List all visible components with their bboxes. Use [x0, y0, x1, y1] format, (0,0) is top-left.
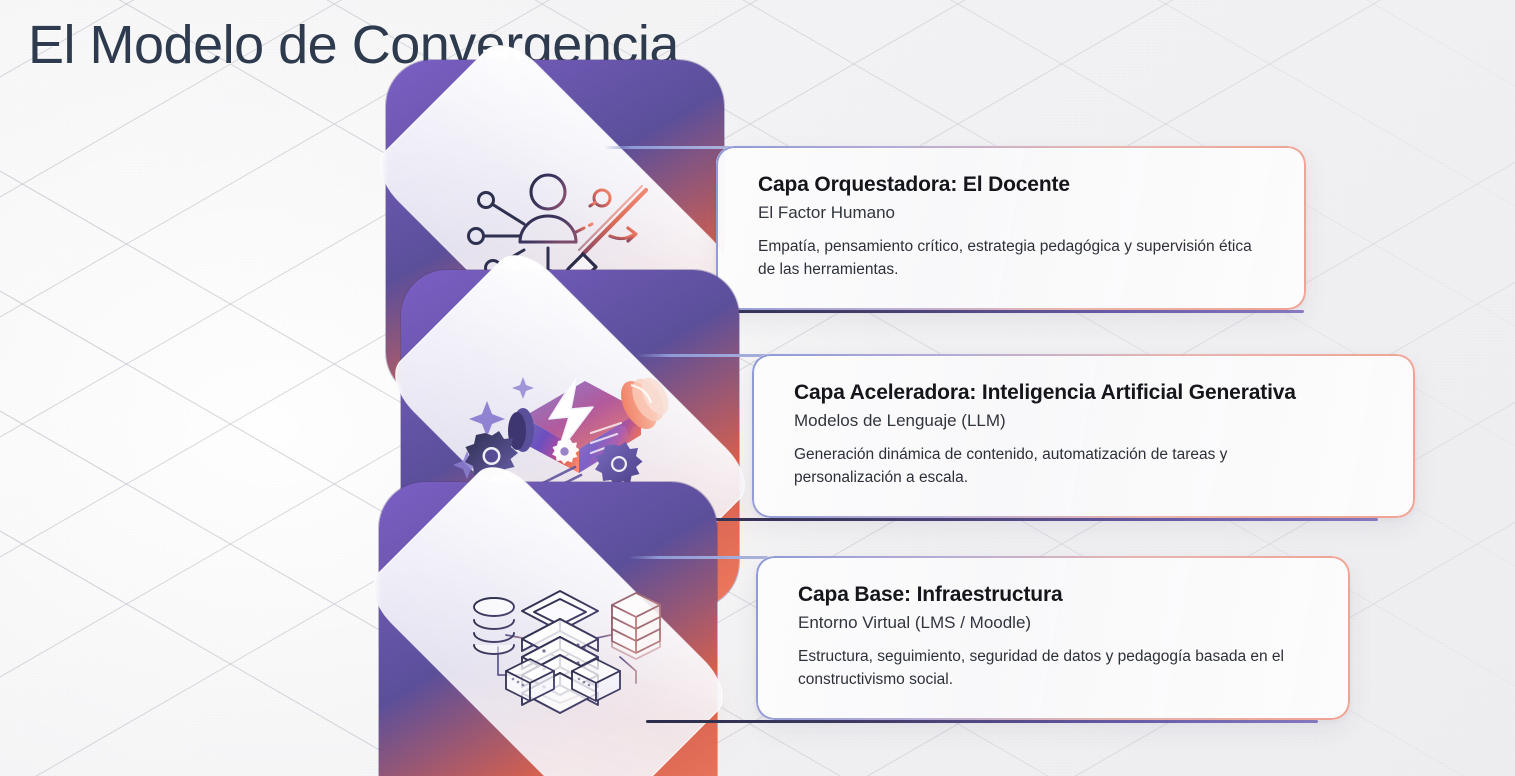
layer-card-accelerator[interactable]: Capa Aceleradora: Inteligencia Artificia…: [752, 354, 1415, 518]
layer-description-base: Estructura, seguimiento, seguridad de da…: [798, 648, 1284, 688]
plate-base[interactable]: [359, 453, 737, 776]
rail-top-3: [628, 556, 768, 559]
layer-title-base: Capa Base: Infraestructura: [798, 583, 1063, 606]
rail-top-2: [636, 354, 786, 357]
layer-card-orchestrator[interactable]: Capa Orquestadora: El Docente El Factor …: [716, 146, 1306, 310]
rail-bottom-2: [618, 518, 1378, 521]
layer-subtitle-orchestrator: El Factor Humano: [758, 203, 895, 223]
layer-card-base[interactable]: Capa Base: Infraestructura Entorno Virtu…: [756, 556, 1350, 720]
layer-description-accelerator: Generación dinámica de contenido, automa…: [794, 446, 1228, 486]
rail-bottom-1: [614, 310, 1304, 313]
layer-title-accelerator: Capa Aceleradora: Inteligencia Artificia…: [794, 381, 1296, 404]
layer-subtitle-accelerator: Modelos de Lenguaje (LLM): [794, 411, 1006, 431]
layer-title-orchestrator: Capa Orquestadora: El Docente: [758, 173, 1070, 196]
layer-description-orchestrator: Empatía, pensamiento crítico, estrategia…: [758, 238, 1252, 278]
layer-subtitle-base: Entorno Virtual (LMS / Moodle): [798, 613, 1032, 633]
rail-bottom-3: [646, 720, 1318, 723]
rail-top-1: [604, 146, 734, 149]
